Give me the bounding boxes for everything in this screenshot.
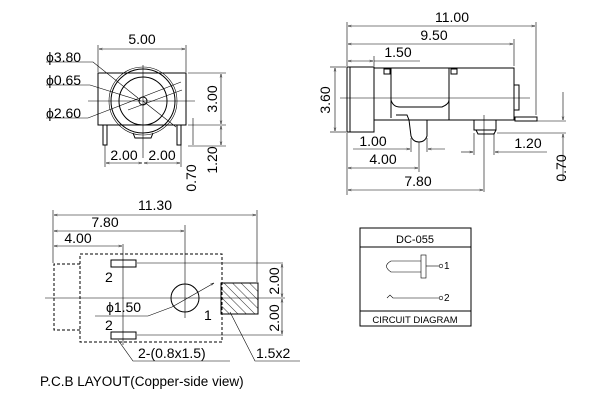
pcb-4-00-label: 4.00 (64, 230, 91, 246)
pin1-4-00-label: 4.00 (369, 151, 396, 167)
dia-0-65-label: ϕ0.65 (46, 72, 81, 88)
pcb-7-80-label: 7.80 (91, 214, 118, 230)
pcb-spacing-bottom-label: 2.00 (266, 304, 282, 331)
big-pad-label: 1.5x2 (256, 345, 290, 361)
pcb-11-30-label: 11.30 (138, 197, 172, 213)
length-11-00-label: 11.00 (435, 9, 469, 25)
length-9-50-label: 9.50 (420, 27, 447, 43)
depth-0-70-label: 0.70 (553, 154, 569, 181)
pcb-layout: 11.30 7.80 4.00 2.00 2.00 2 2 1 ϕ1.50 2-… (40, 197, 300, 389)
side-view: 11.00 9.50 1.50 3.60 1.00 4.00 7.80 1.20… (317, 9, 569, 195)
height-3-60-label: 3.60 (317, 86, 333, 113)
pin-right-2-00-label: 2.00 (148, 147, 175, 163)
pin2-1-20-label: 1.20 (514, 135, 541, 151)
pcb-caption: P.C.B LAYOUT(Copper-side view) (40, 374, 244, 389)
front-view: ϕ3.80 ϕ0.65 ϕ2.60 5.00 3.00 1.20 0.70 2.… (46, 31, 226, 192)
pin2-7-80-label: 7.80 (404, 173, 431, 189)
width-5-00-label: 5.00 (128, 31, 155, 47)
height-3-00-label: 3.00 (204, 85, 220, 112)
circuit-footer: CIRCUIT DIAGRAM (372, 315, 457, 326)
pad-label-main: 1 (204, 307, 212, 323)
pad-label-bottom: 2 (105, 317, 113, 333)
pin-1-20-label: 1.20 (204, 146, 220, 173)
pin1-label: 1 (444, 261, 450, 272)
hole-dia-label: ϕ1.50 (106, 299, 141, 315)
small-pads-label: 2-(0.8x1.5) (138, 345, 206, 361)
dia-3-80-label: ϕ3.80 (46, 49, 81, 65)
pin-left-2-00-label: 2.00 (110, 147, 137, 163)
model-label: DC-055 (396, 234, 434, 246)
pcb-spacing-top-label: 2.00 (266, 267, 282, 294)
dia-2-60-label: ϕ2.60 (46, 105, 81, 121)
pin-0-70-label: 0.70 (183, 164, 199, 191)
pin2-label: 2 (444, 293, 450, 304)
pad-label-top: 2 (105, 269, 113, 285)
pin1-1-00-label: 1.00 (359, 133, 386, 149)
circuit-diagram: DC-055 1 2 CIRCUIT DIAGRAM (359, 227, 472, 327)
flange-1-50-label: 1.50 (384, 44, 411, 60)
